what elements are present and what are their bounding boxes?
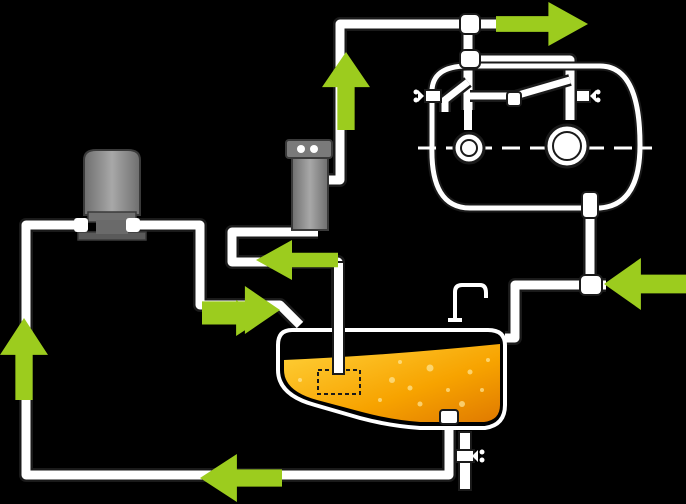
valve-right [575, 89, 601, 103]
pipe-vessel-link [468, 55, 575, 120]
filter-cartridge [285, 139, 333, 231]
arrow-right-inlet [604, 258, 686, 310]
faucet [448, 283, 488, 322]
arrow-outlet [496, 2, 588, 46]
liquid-tank [276, 261, 507, 430]
arrow-left-return [0, 318, 48, 400]
valve-left [413, 89, 442, 103]
pump-motor [74, 149, 147, 241]
arrow-bottom-return [200, 454, 282, 502]
drain-valve [455, 431, 485, 491]
pipe-pump-outlet [138, 220, 304, 329]
pipe-tank-return [505, 200, 595, 343]
arrow-filter-inlet [256, 240, 338, 280]
separator-vessel [413, 13, 652, 296]
arrow-tank-inlet [202, 300, 264, 336]
gauge-left [452, 131, 486, 165]
arrow-up-filter [322, 52, 370, 130]
pipe-pump-return [21, 220, 454, 480]
